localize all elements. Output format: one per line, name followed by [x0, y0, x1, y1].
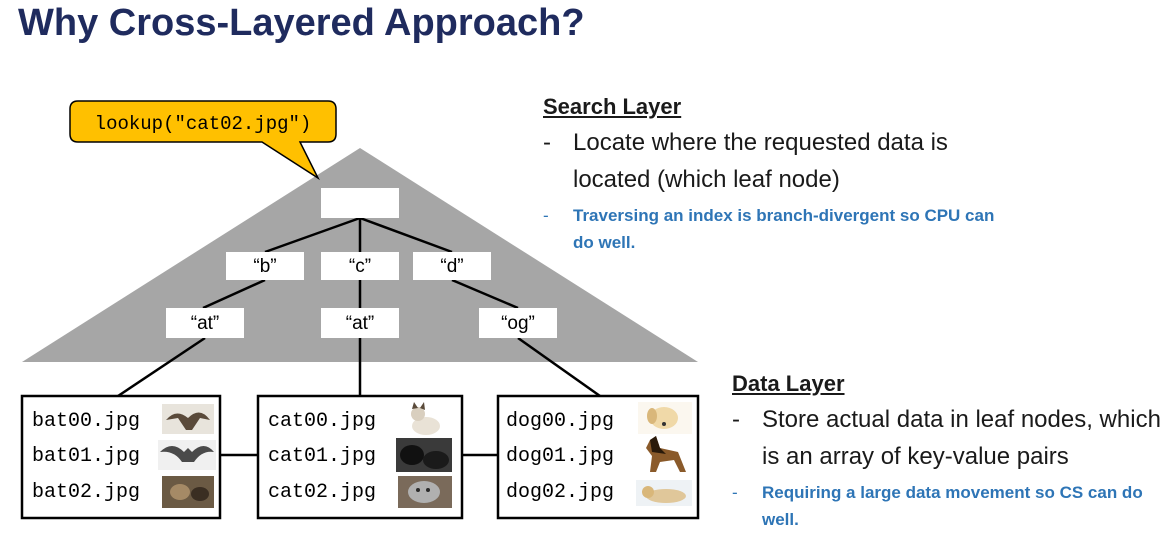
search-layer-bullet-text: Locate where the requested data is locat… [573, 129, 948, 193]
leaf-file: dog01.jpg [506, 445, 614, 468]
cat-photo-icon [398, 402, 452, 436]
leaf-file: dog02.jpg [506, 481, 614, 504]
node-b-at-label: “at” [191, 313, 220, 334]
bat-photo-icon [158, 440, 216, 470]
node-b [226, 252, 304, 280]
data-layer-section: Data Layer -Store actual data in leaf no… [732, 371, 1176, 533]
cat-photo-icon [396, 438, 452, 472]
data-layer-heading: Data Layer [732, 371, 845, 396]
search-layer-section: Search Layer -Locate where the requested… [543, 94, 1013, 256]
leaf-node-bat: bat00.jpg bat01.jpg bat02.jpg [20, 394, 222, 520]
node-b-label: “b” [253, 256, 276, 277]
node-d-og-label: “og” [501, 313, 535, 334]
leaf-file: cat02.jpg [268, 481, 376, 504]
leaf-file: dog00.jpg [506, 410, 614, 433]
node-d [413, 252, 491, 280]
node-d-og [479, 308, 557, 338]
data-layer-note-text: Requiring a large data movement so CS ca… [762, 483, 1143, 529]
data-layer-bullet: -Store actual data in leaf nodes, which … [732, 401, 1176, 475]
dog-photo-icon [636, 480, 692, 506]
leaf-file: bat01.jpg [32, 445, 140, 468]
data-layer-bullet-text: Store actual data in leaf nodes, which i… [762, 406, 1161, 470]
search-layer-note: -Traversing an index is branch-divergent… [543, 202, 1013, 256]
leaf-file: cat00.jpg [268, 410, 376, 433]
leaf-file: bat00.jpg [32, 410, 140, 433]
dog-photo-icon [640, 436, 690, 474]
data-layer-note: -Requiring a large data movement so CS c… [732, 479, 1176, 533]
node-b-at [166, 308, 244, 338]
bat-photo-icon [162, 476, 214, 508]
node-c [321, 252, 399, 280]
leaf-file: cat01.jpg [268, 445, 376, 468]
leaf-file: bat02.jpg [32, 481, 140, 504]
node-c-label: “c” [349, 256, 371, 277]
search-layer-note-text: Traversing an index is branch-divergent … [573, 206, 995, 252]
lookup-callout-text: lookup("cat02.jpg") [95, 113, 312, 135]
cat-photo-icon [398, 476, 452, 508]
search-layer-heading: Search Layer [543, 94, 682, 119]
page-title: Why Cross-Layered Approach? [18, 2, 585, 44]
tree-edges [117, 216, 601, 457]
node-c-at [321, 308, 399, 338]
root-node [321, 188, 399, 218]
search-layer-bullet: -Locate where the requested data is loca… [543, 124, 1013, 198]
bat-photo-icon [162, 404, 214, 434]
dog-photo-icon [638, 402, 692, 434]
leaf-node-cat: cat00.jpg cat01.jpg cat02.jpg [256, 394, 464, 520]
node-d-label: “d” [440, 256, 463, 277]
node-c-at-label: “at” [346, 313, 375, 334]
lookup-callout: lookup("cat02.jpg") [69, 100, 337, 181]
leaf-node-dog: dog00.jpg dog01.jpg dog02.jpg [496, 394, 700, 520]
